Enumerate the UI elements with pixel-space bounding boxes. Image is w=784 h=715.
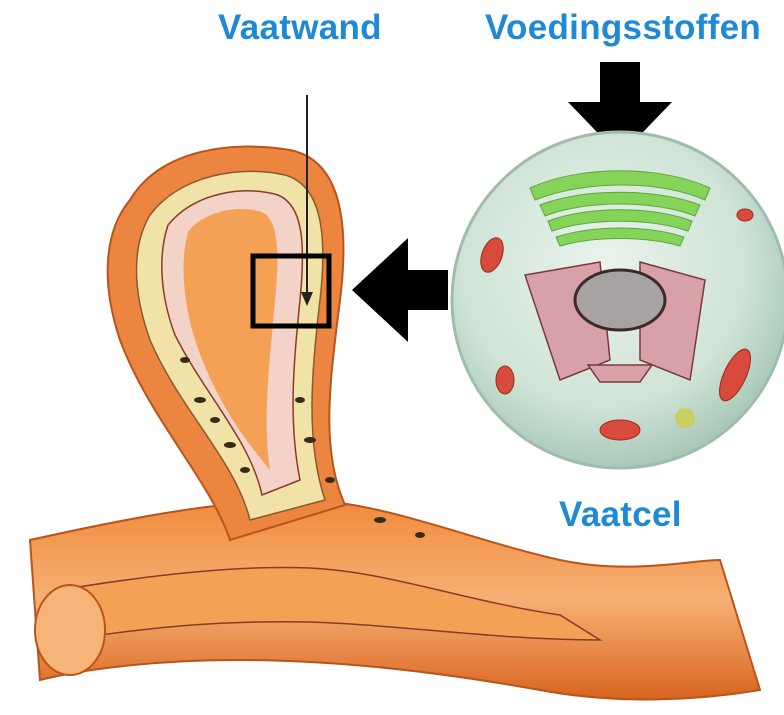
- vessel-cell: [452, 132, 784, 468]
- vesicle: [675, 408, 695, 428]
- nucleus: [575, 270, 665, 330]
- nutrients-label: Voedingsstoffen: [485, 8, 761, 48]
- transfer-arrow: [352, 238, 448, 342]
- vessel-wall-label: Vaatwand: [218, 8, 382, 48]
- vessel-opening: [35, 585, 105, 675]
- vessel-cell-label: Vaatcel: [559, 495, 682, 535]
